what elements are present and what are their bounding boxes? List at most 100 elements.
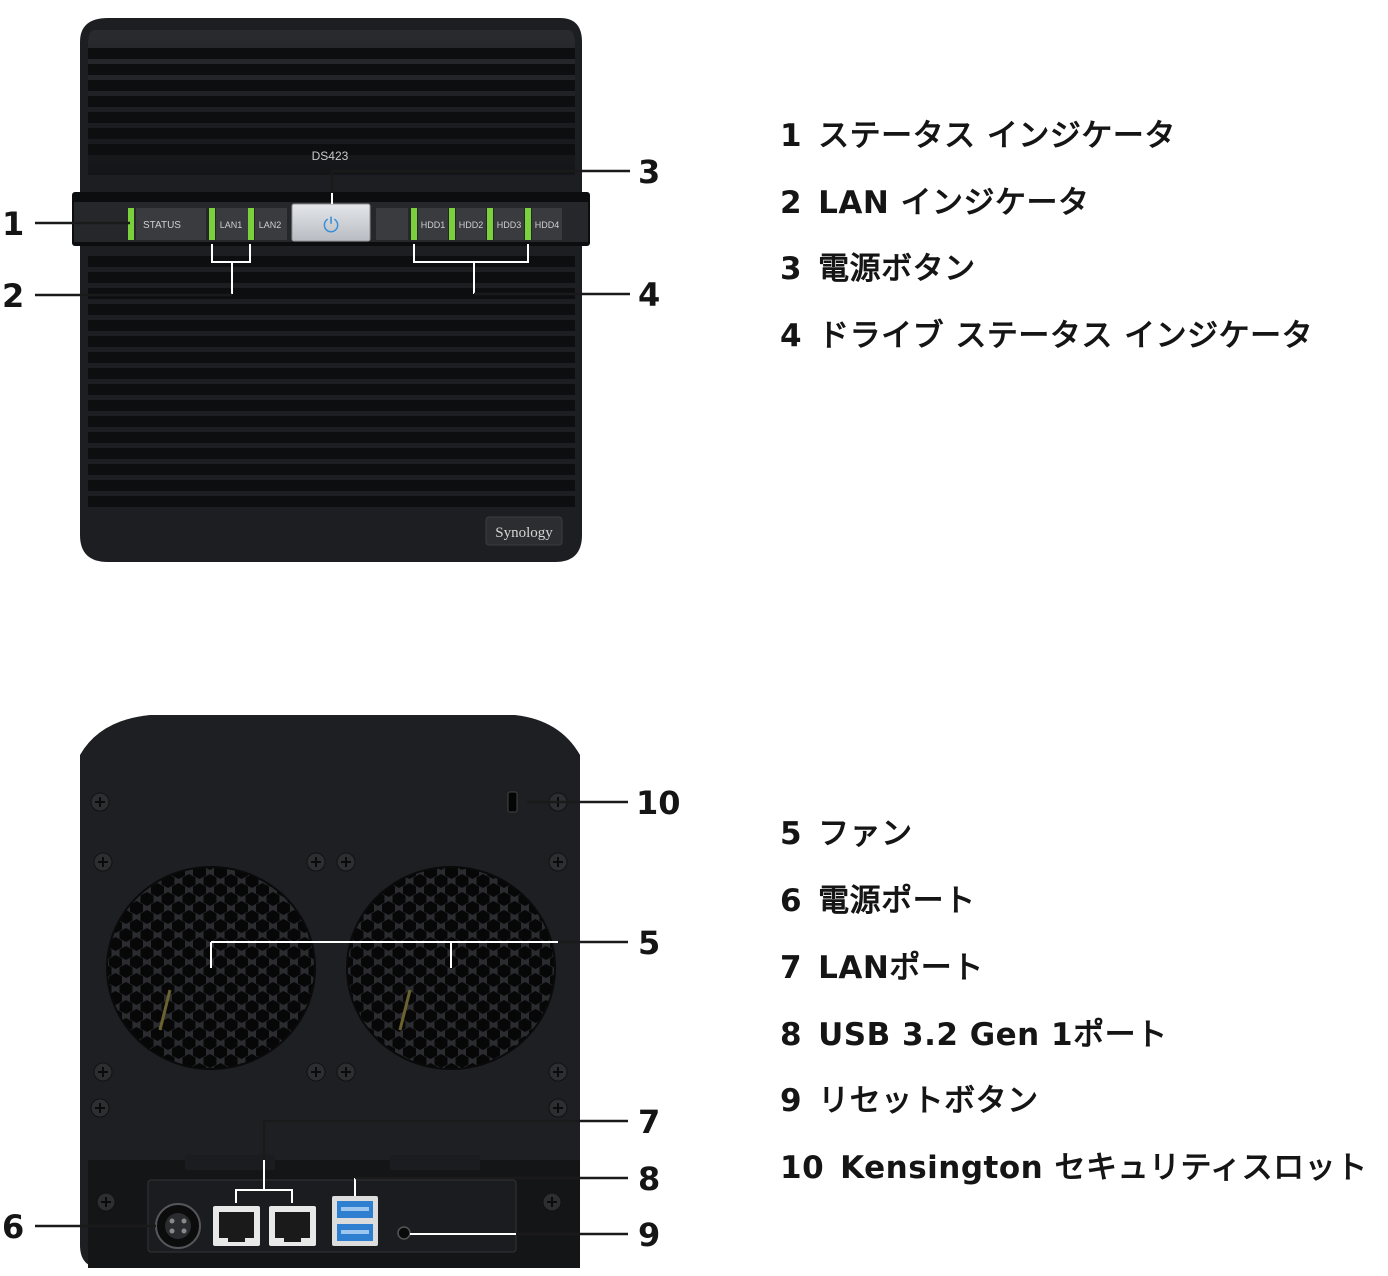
front-leader-lines — [35, 169, 630, 297]
grill-slat — [88, 304, 575, 315]
grill-slat — [88, 320, 575, 331]
grill-slat — [88, 128, 575, 139]
status-indicator: STATUS — [128, 208, 206, 240]
callout-1: 1 — [2, 205, 24, 243]
screw — [548, 1098, 568, 1118]
grill-slat — [88, 368, 575, 379]
back-leader-lines — [35, 800, 628, 1236]
grill-slat — [88, 400, 575, 411]
grill-slat — [88, 416, 575, 427]
nas-back-view — [80, 715, 580, 1268]
lan-port-2 — [269, 1206, 316, 1246]
usb-ports — [332, 1196, 378, 1246]
screw — [336, 852, 356, 872]
model-label: DS423 — [312, 149, 349, 163]
power-icon: ⏻ — [323, 213, 339, 237]
hdd3-indicator: HDD3 — [487, 208, 524, 240]
screw — [93, 852, 113, 872]
grill-slat — [88, 384, 575, 395]
callout-3: 3 — [638, 153, 660, 191]
callout-5: 5 — [638, 924, 660, 962]
svg-text:HDD1: HDD1 — [421, 220, 446, 230]
screw — [542, 1192, 562, 1212]
grill-slat — [88, 48, 575, 59]
kensington-slot — [507, 791, 518, 813]
callout-2: 2 — [2, 277, 24, 315]
callout-8: 8 — [638, 1160, 660, 1198]
grill-slat — [88, 448, 575, 459]
reset-button[interactable] — [397, 1226, 411, 1240]
screw — [90, 1098, 110, 1118]
legend-text: 電源ボタン — [818, 251, 976, 287]
screw — [548, 1062, 568, 1082]
grill-slat — [88, 144, 575, 155]
grill-slat — [88, 432, 575, 443]
screw — [306, 852, 326, 872]
grill-slat — [88, 336, 575, 347]
screw — [90, 792, 110, 812]
grill-slat — [88, 272, 575, 283]
back-screws — [90, 792, 568, 1212]
panel-tab-right — [390, 1155, 480, 1170]
legend-text: LAN インジケータ — [818, 185, 1090, 221]
legend-text: LANポート — [818, 950, 984, 986]
callout-numbers: 1 2 3 4 10 5 7 8 6 9 — [2, 153, 681, 1254]
legend-text: ドライブ ステータス インジケータ — [818, 318, 1314, 354]
grill-slat — [88, 80, 575, 91]
legend-text: USB 3.2 Gen 1ポート — [818, 1017, 1168, 1053]
grill-slat — [88, 96, 575, 107]
screw — [306, 1062, 326, 1082]
power-button[interactable]: ⏻ — [291, 203, 371, 242]
grill-slat — [88, 112, 575, 123]
grill-slat — [88, 64, 575, 75]
callout-7: 7 — [638, 1103, 660, 1141]
legend-text: 電源ポート — [818, 883, 976, 919]
brand-badge — [485, 516, 563, 546]
svg-text:HDD2: HDD2 — [459, 220, 484, 230]
lan-port-1 — [213, 1206, 260, 1246]
grill-slat — [88, 464, 575, 475]
front-grill-lower — [88, 256, 575, 507]
svg-text:LAN2: LAN2 — [259, 220, 282, 230]
screw — [93, 1062, 113, 1082]
svg-text:LAN1: LAN1 — [220, 220, 243, 230]
grill-slat — [88, 496, 575, 507]
brand-logo-text: Synology — [495, 525, 553, 541]
front-grill-upper — [88, 48, 575, 155]
callout-6: 6 — [2, 1208, 24, 1246]
callout-4: 4 — [638, 276, 660, 314]
nas-front-view: DS423 Synology STATUS LAN1 LAN2 ⏻ HDD — [72, 18, 590, 562]
panel-tab-left — [185, 1155, 275, 1170]
legend-text: ファン — [818, 816, 913, 852]
blank-indicator — [376, 208, 408, 240]
power-port — [155, 1203, 201, 1249]
grill-slat — [88, 288, 575, 299]
callout-10: 10 — [636, 784, 681, 822]
callout-9: 9 — [638, 1216, 660, 1254]
hdd4-indicator: HDD4 — [525, 208, 562, 240]
hdd1-indicator: HDD1 — [411, 208, 448, 240]
grill-slat — [88, 480, 575, 491]
legend-text: リセットボタン — [818, 1083, 1039, 1119]
lan1-indicator: LAN1 — [209, 208, 248, 240]
back-chassis — [80, 715, 580, 1268]
grill-slat — [88, 256, 575, 267]
legend-text: ステータス インジケータ — [818, 118, 1176, 154]
grill-slat — [88, 352, 575, 363]
lan2-indicator: LAN2 — [248, 208, 287, 240]
svg-text:STATUS: STATUS — [143, 220, 181, 231]
legend-text: Kensington セキュリティスロット — [840, 1150, 1368, 1186]
svg-text:HDD4: HDD4 — [535, 220, 560, 230]
screw — [336, 1062, 356, 1082]
svg-text:HDD3: HDD3 — [497, 220, 522, 230]
